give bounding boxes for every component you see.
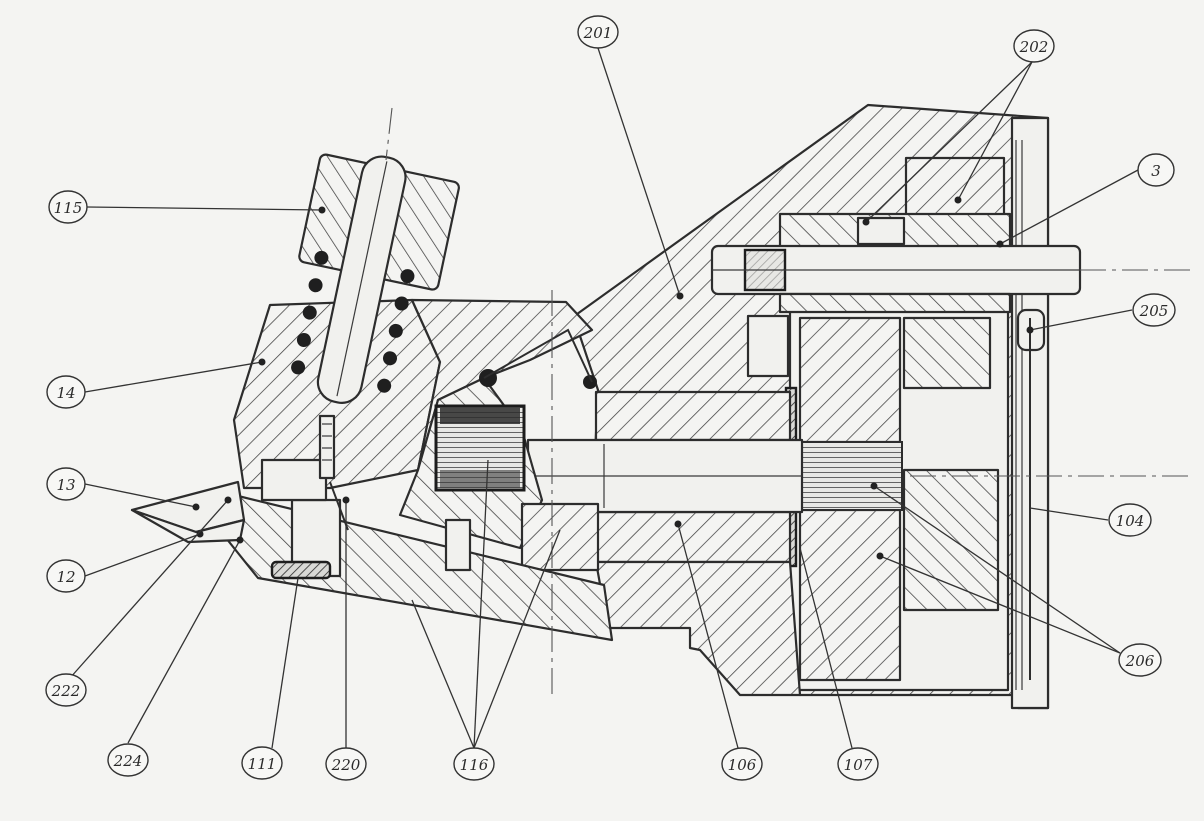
callout-14: 14 [46, 375, 86, 409]
lower-bushing [778, 292, 1012, 314]
callout-label-115: 115 [54, 199, 83, 217]
callout-205: 205 [1132, 293, 1176, 327]
callout-label-111: 111 [248, 755, 277, 773]
callout-206: 206 [1118, 643, 1162, 677]
callout-label-107: 107 [844, 756, 873, 774]
callout-13: 13 [46, 467, 86, 501]
callout-label-104: 104 [1116, 512, 1145, 530]
callout-label-224: 224 [113, 752, 143, 770]
callout-202: 202 [1013, 29, 1055, 63]
callout-224: 224 [107, 743, 149, 777]
callout-106: 106 [721, 747, 763, 781]
callout-label-205: 205 [1139, 302, 1169, 320]
spring-assembly [291, 153, 460, 404]
callout-label-220: 220 [331, 756, 361, 774]
right-gear-206 [798, 316, 902, 444]
callout-3: 3 [1137, 153, 1175, 187]
callout-label-12: 12 [56, 568, 75, 586]
callout-115: 115 [48, 190, 88, 224]
callout-label-202: 202 [1019, 38, 1049, 56]
callout-label-3: 3 [1151, 162, 1161, 180]
callout-116: 116 [453, 747, 495, 781]
lower-gear-206 [798, 508, 902, 682]
tip-12 [130, 508, 246, 544]
callout-label-106: 106 [728, 756, 757, 774]
callout-label-206: 206 [1125, 652, 1155, 670]
callout-104: 104 [1108, 503, 1152, 537]
callout-220: 220 [325, 747, 367, 781]
callout-label-14: 14 [56, 384, 75, 402]
callout-label-201: 201 [583, 24, 613, 42]
callout-222: 222 [45, 673, 87, 707]
callout-107: 107 [837, 747, 879, 781]
callout-201: 201 [577, 15, 619, 49]
shaft-sleeve-upper [594, 390, 792, 442]
callout-12: 12 [46, 559, 86, 593]
callout-label-13: 13 [56, 476, 75, 494]
callout-label-116: 116 [460, 756, 489, 774]
callout-label-222: 222 [51, 682, 81, 700]
lower-housing-foot [594, 560, 802, 697]
leader-lines [69, 47, 1139, 749]
callout-111: 111 [241, 746, 283, 780]
shaft-sleeve-lower-106 [594, 510, 792, 564]
vertical-axis-upper [385, 107, 393, 161]
support-116 [520, 502, 600, 572]
spline-block [799, 441, 903, 511]
screw-220 [318, 414, 336, 480]
